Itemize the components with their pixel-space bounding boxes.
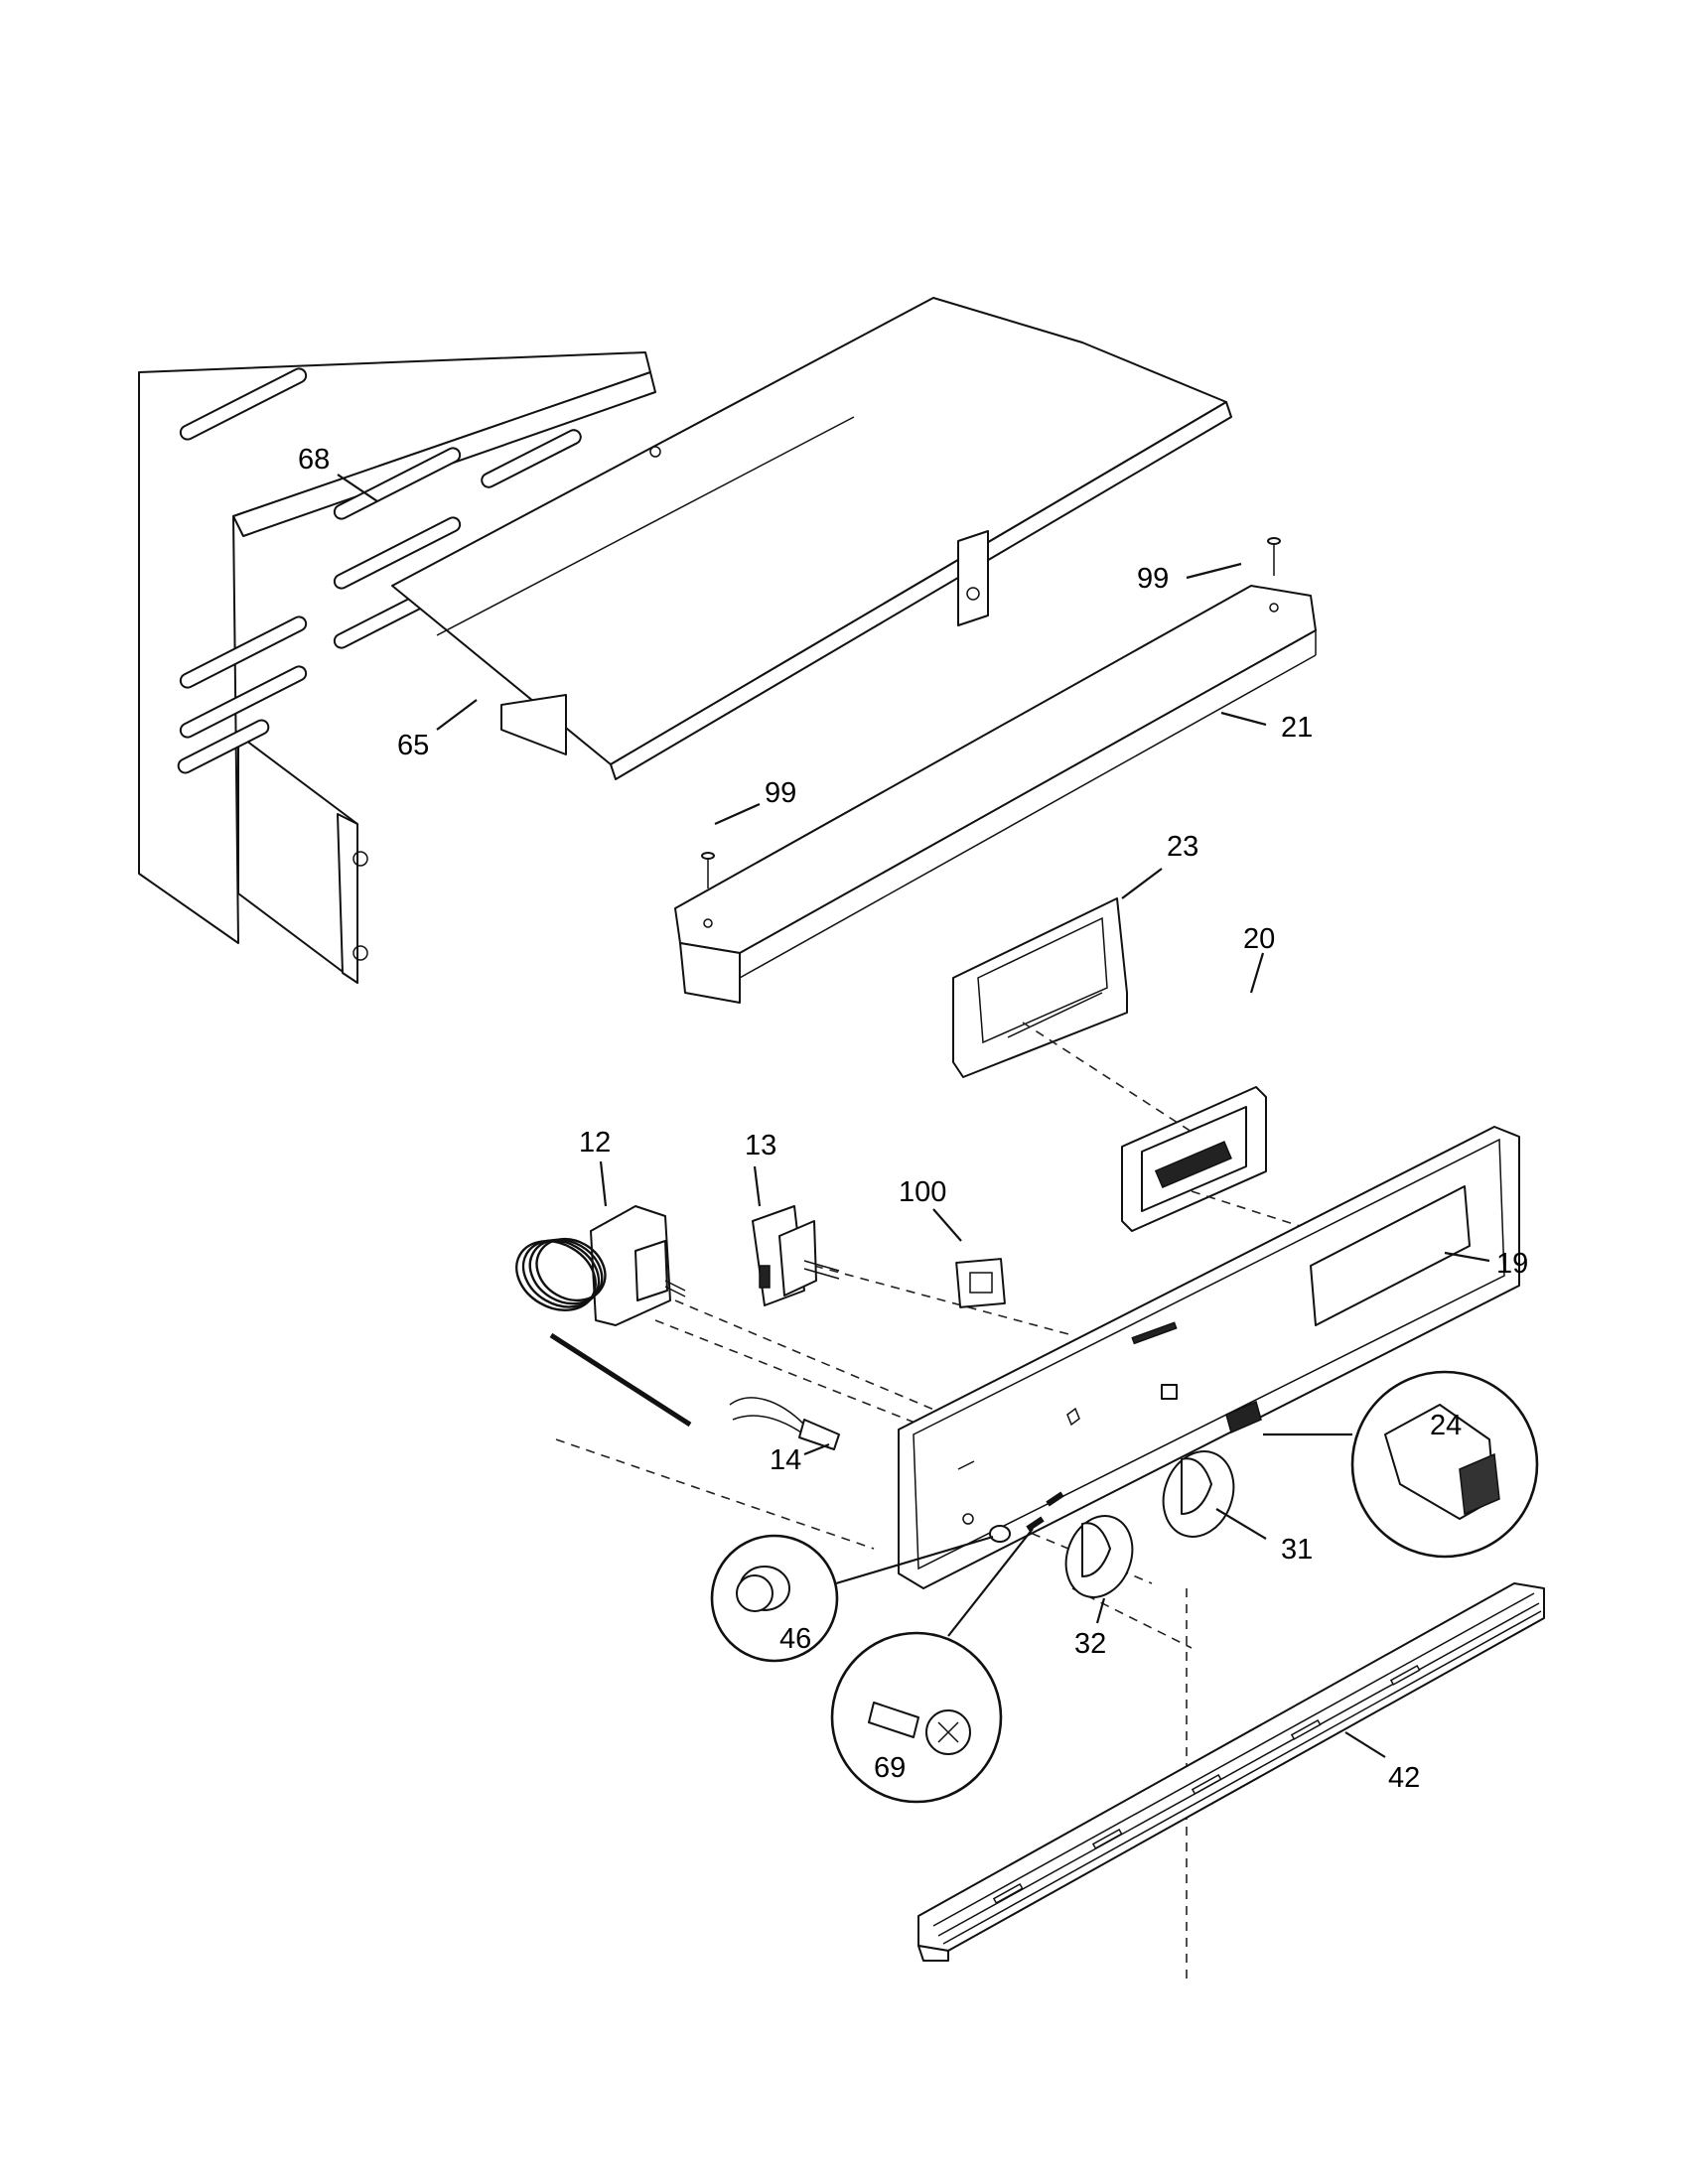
front-rail-part-21 bbox=[674, 585, 1317, 1004]
callout-21: 21 bbox=[1281, 712, 1313, 744]
callout-13: 13 bbox=[745, 1130, 776, 1161]
screw-small-part-69 bbox=[1026, 1491, 1064, 1532]
trim-plate-part-100 bbox=[955, 1258, 1006, 1308]
callout-99-lower: 99 bbox=[765, 777, 796, 809]
callout-99-upper: 99 bbox=[1137, 563, 1169, 595]
knob-part-32 bbox=[1064, 1515, 1134, 1598]
detail-balloon-46 bbox=[710, 1534, 994, 1663]
callout-32: 32 bbox=[1074, 1628, 1106, 1660]
detail-balloon-24 bbox=[1263, 1370, 1539, 1559]
control-panel-part-19 bbox=[898, 1126, 1520, 1589]
callout-31: 31 bbox=[1281, 1534, 1313, 1566]
detail-balloon-69 bbox=[830, 1528, 1034, 1804]
callout-20: 20 bbox=[1243, 923, 1275, 955]
callout-23: 23 bbox=[1167, 831, 1198, 863]
top-cover-part-65 bbox=[391, 297, 1232, 780]
knob-part-31 bbox=[1162, 1450, 1235, 1538]
callout-19: 19 bbox=[1496, 1248, 1528, 1280]
callout-24: 24 bbox=[1430, 1410, 1462, 1441]
callout-42: 42 bbox=[1388, 1762, 1420, 1794]
callout-100: 100 bbox=[899, 1176, 946, 1208]
screw-part-99-upper bbox=[1267, 537, 1281, 576]
pushbutton-small-part-46 bbox=[989, 1525, 1011, 1543]
grille-part-42 bbox=[917, 1582, 1545, 1962]
callout-69: 69 bbox=[874, 1752, 906, 1784]
display-bracket-part-23 bbox=[952, 897, 1128, 1078]
callout-labels: 68 65 99 21 99 23 20 12 13 100 19 24 14 … bbox=[298, 444, 1528, 1794]
display-board-part-20 bbox=[1121, 1086, 1267, 1232]
callout-68: 68 bbox=[298, 444, 330, 476]
lamp-wire-part-14 bbox=[729, 1397, 840, 1450]
rocker-switch-small-part-24 bbox=[1225, 1400, 1262, 1434]
screw-part-99-lower bbox=[701, 852, 715, 888]
callout-leader-lines bbox=[337, 474, 1490, 1758]
callout-46: 46 bbox=[779, 1623, 811, 1655]
callout-14: 14 bbox=[770, 1444, 801, 1476]
callout-65: 65 bbox=[397, 730, 429, 761]
rotary-switch-part-13 bbox=[752, 1205, 840, 1306]
callout-12: 12 bbox=[579, 1127, 611, 1159]
control-housing-part-68 bbox=[138, 351, 656, 984]
thermostat-part-12 bbox=[515, 1205, 692, 1428]
